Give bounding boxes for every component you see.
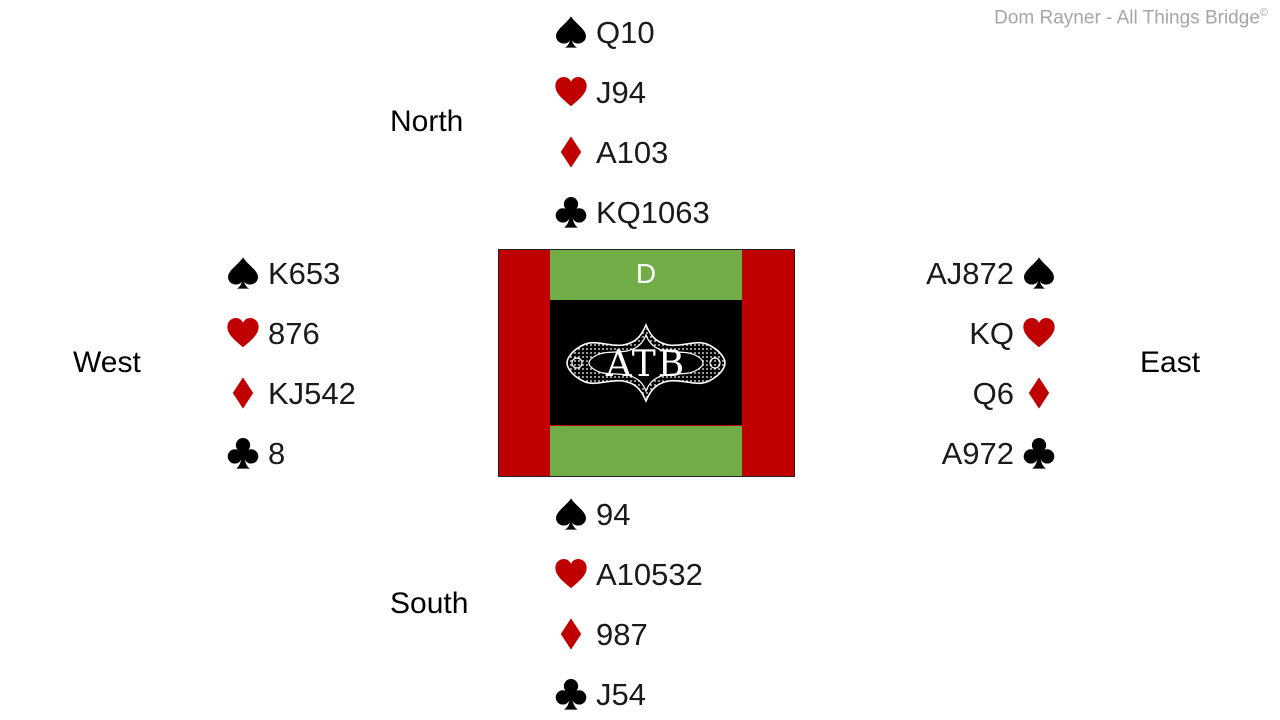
diamond-icon	[554, 135, 588, 169]
club-icon	[554, 195, 588, 229]
north-hearts-row: J94	[554, 72, 646, 112]
south-clubs-row: J54	[554, 674, 646, 714]
heart-icon	[1022, 316, 1056, 350]
north-hearts-cards: J94	[596, 74, 646, 110]
east-hearts-row: KQ	[969, 313, 1056, 353]
club-icon	[554, 677, 588, 711]
south-diamonds-row: 987	[554, 614, 648, 654]
spade-icon	[554, 497, 588, 531]
credit-author: Dom Rayner - All Things Bridge	[994, 7, 1260, 29]
copyright-mark: ©	[1259, 7, 1268, 19]
south-diamonds-cards: 987	[596, 616, 648, 652]
heart-icon	[226, 316, 260, 350]
heart-icon	[554, 75, 588, 109]
west-clubs-row: 8	[226, 433, 285, 473]
south-clubs-cards: J54	[596, 676, 646, 712]
diamond-icon	[226, 376, 260, 410]
west-spades-row: K653	[226, 253, 340, 293]
north-spades-cards: Q10	[596, 14, 655, 50]
north-spades-row: Q10	[554, 12, 655, 52]
east-diamonds-row: Q6	[973, 373, 1056, 413]
south-hearts-cards: A10532	[596, 556, 703, 592]
spade-icon	[1022, 256, 1056, 290]
hand-east: AJ872 KQ Q6 A972	[856, 253, 1056, 473]
north-diamonds-cards: A103	[596, 134, 669, 170]
club-icon	[1022, 436, 1056, 470]
hand-west: K653 876 KJ542 8	[226, 253, 426, 473]
west-spades-cards: K653	[268, 255, 341, 291]
south-spades-row: 94	[554, 494, 630, 534]
seat-label-east: East	[1140, 346, 1201, 379]
south-spades-cards: 94	[596, 496, 631, 532]
diamond-icon	[554, 617, 588, 651]
spade-icon	[226, 256, 260, 290]
east-hearts-cards: KQ	[969, 315, 1014, 351]
club-icon	[226, 436, 260, 470]
table-center-panel: ATB	[550, 300, 742, 425]
heart-icon	[554, 557, 588, 591]
east-clubs-cards: A972	[941, 435, 1014, 471]
west-hearts-cards: 876	[268, 315, 320, 351]
hand-north: Q10 J94 A103 KQ1063	[554, 12, 774, 232]
atb-logo: ATB	[566, 323, 726, 403]
table-south-zone	[550, 426, 742, 476]
table-north-zone: D	[550, 250, 742, 300]
west-diamonds-row: KJ542	[226, 373, 356, 413]
bridge-table: D ATB	[498, 249, 795, 477]
north-clubs-cards: KQ1063	[596, 194, 710, 230]
east-diamonds-cards: Q6	[972, 375, 1014, 411]
north-clubs-row: KQ1063	[554, 192, 710, 232]
spade-icon	[554, 15, 588, 49]
credit-text: Dom Rayner - All Things Bridge©	[994, 7, 1268, 29]
east-spades-row: AJ872	[926, 253, 1056, 293]
diamond-icon	[1022, 376, 1056, 410]
seat-label-west: West	[73, 346, 141, 379]
seat-label-north: North	[390, 105, 464, 138]
east-clubs-row: A972	[942, 433, 1056, 473]
east-spades-cards: AJ872	[926, 255, 1014, 291]
west-clubs-cards: 8	[268, 435, 286, 471]
north-diamonds-row: A103	[554, 132, 668, 172]
seat-label-south: South	[390, 587, 469, 620]
south-hearts-row: A10532	[554, 554, 703, 594]
dealer-marker: D	[635, 258, 657, 289]
west-diamonds-cards: KJ542	[268, 375, 356, 411]
logo-letters: ATB	[605, 344, 687, 385]
west-hearts-row: 876	[226, 313, 320, 353]
hand-south: 94 A10532 987 J54	[554, 494, 774, 716]
